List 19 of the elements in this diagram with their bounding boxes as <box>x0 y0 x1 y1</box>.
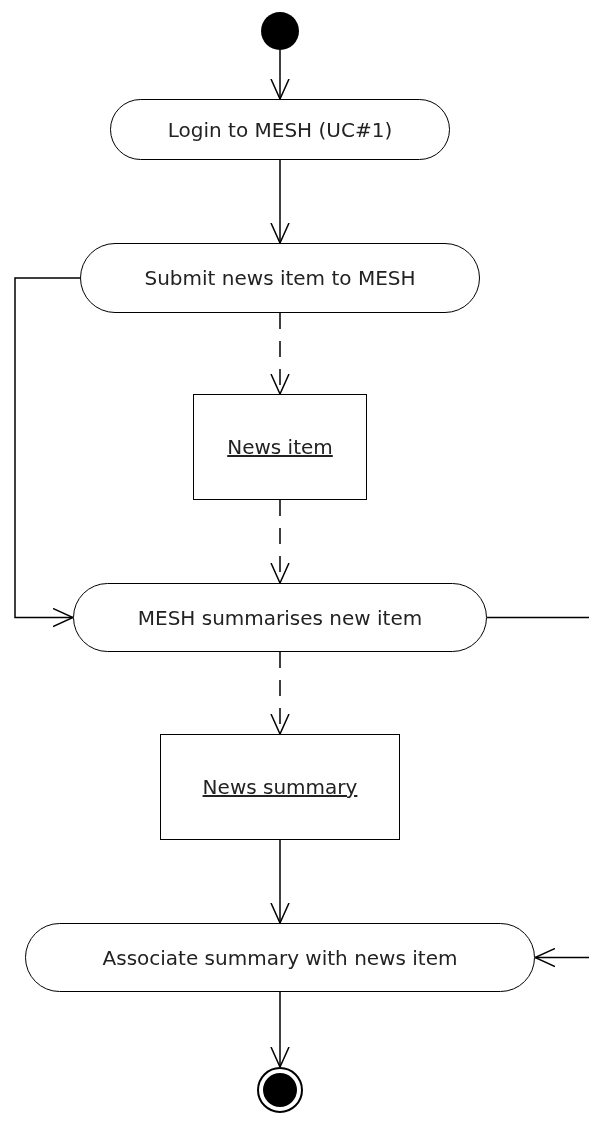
end-node <box>257 1067 303 1113</box>
arrow <box>534 947 589 968</box>
arrow <box>270 159 290 244</box>
object-box <box>160 734 400 840</box>
arrow <box>270 839 290 924</box>
arrow <box>14 277 81 628</box>
object-name: News item <box>227 434 333 461</box>
arrow <box>270 312 290 395</box>
arrow <box>270 991 290 1068</box>
object-name: News summary <box>202 774 358 801</box>
object-box <box>193 394 367 500</box>
arrow <box>270 49 290 100</box>
action-label: Associate summary with news item <box>102 944 458 972</box>
start-node <box>261 12 299 50</box>
action-label: Submit news item to MESH <box>144 265 416 292</box>
action-label: Login to MESH (UC#1) <box>167 116 393 144</box>
arrow <box>270 651 290 735</box>
action-label: MESH summarises new item <box>137 604 423 632</box>
arrow <box>270 499 290 584</box>
